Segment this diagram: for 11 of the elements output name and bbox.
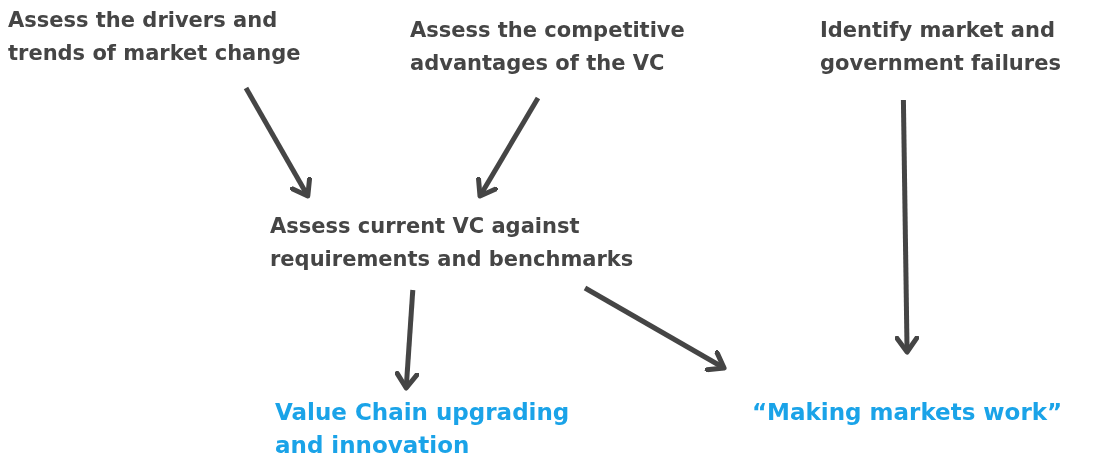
node-text: Identify market and government failures <box>820 17 1062 77</box>
node-text: “Making markets work” <box>752 398 1063 427</box>
node-text: Assess the drivers and trends of market change <box>8 7 302 67</box>
arrow <box>583 285 727 373</box>
arrow <box>894 99 920 355</box>
node-text: Assess the competitive advantages of the VC <box>410 17 686 77</box>
arrow <box>243 86 313 199</box>
node-text: Assess current VC against requirements and benchmarks <box>270 213 635 273</box>
arrow <box>476 96 541 199</box>
node-text: Value Chain upgrading and innovation <box>275 398 571 460</box>
arrow <box>394 289 420 391</box>
